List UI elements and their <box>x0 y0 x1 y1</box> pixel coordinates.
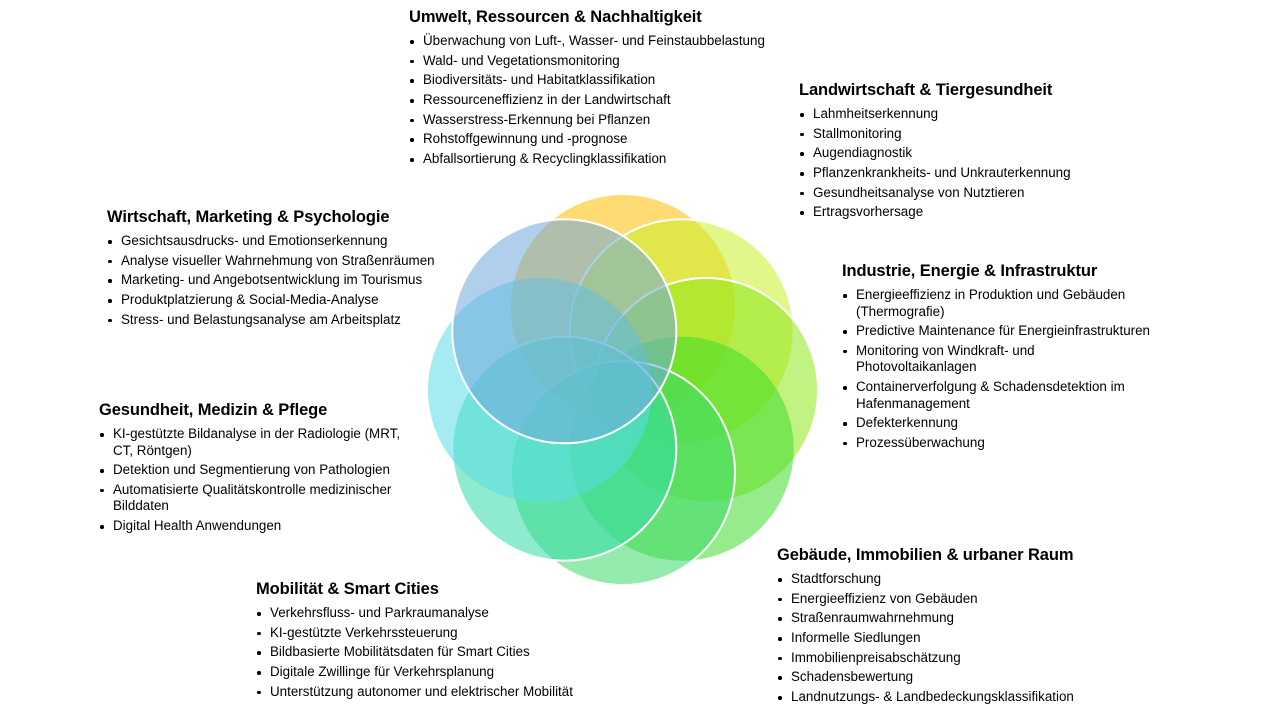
list-item: Biodiversitäts- und Habitatklassifikatio… <box>409 72 809 89</box>
list-item: Stress- und Belastungsanalyse am Arbeits… <box>107 312 467 329</box>
list-item: Automatisierte Qualitätskontrolle medizi… <box>99 482 419 515</box>
list-item: Defekterkennung <box>842 415 1152 432</box>
list-item: Ressourceneffizienz in der Landwirtschaf… <box>409 92 809 109</box>
list-item: Predictive Maintenance für Energieinfras… <box>842 323 1152 340</box>
list-item: Digitale Zwillinge für Verkehrsplanung <box>256 664 636 681</box>
list-item: Straßenraumwahrnehmung <box>777 610 1117 627</box>
list-item: Immobilienpreisabschätzung <box>777 650 1117 667</box>
list-item: Unterstützung autonomer und elektrischer… <box>256 684 636 701</box>
bullet-list: Gesichtsausdrucks- und Emotionserkennung… <box>107 233 467 328</box>
list-item: Gesundheitsanalyse von Nutztieren <box>799 185 1119 202</box>
list-item: Landnutzungs- & Landbedeckungsklassifika… <box>777 689 1117 706</box>
list-item: Wald- und Vegetationsmonitoring <box>409 53 809 70</box>
list-item: Produktplatzierung & Social-Media-Analys… <box>107 292 467 309</box>
list-item: Wasserstress-Erkennung bei Pflanzen <box>409 112 809 129</box>
circle-top-left <box>451 218 678 445</box>
list-item: Marketing- und Angebotsentwicklung im To… <box>107 272 467 289</box>
list-item: KI-gestützte Verkehrssteuerung <box>256 625 636 642</box>
bullet-list: Überwachung von Luft-, Wasser- und Feins… <box>409 33 809 168</box>
list-item: Augendiagnostik <box>799 145 1119 162</box>
section-title: Mobilität & Smart Cities <box>256 580 439 598</box>
list-item: Lahmheitserkennung <box>799 106 1119 123</box>
bullet-list: Energieeffizienz in Produktion und Gebäu… <box>842 287 1152 451</box>
list-item: Ertragsvorhersage <box>799 204 1119 221</box>
list-item: Analyse visueller Wahrnehmung von Straße… <box>107 253 467 270</box>
list-item: Schadensbewertung <box>777 669 1117 686</box>
list-item: Digital Health Anwendungen <box>99 518 419 535</box>
list-item: Informelle Siedlungen <box>777 630 1117 647</box>
list-item: Stadtforschung <box>777 571 1117 588</box>
list-item: Detektion und Segmentierung von Patholog… <box>99 462 419 479</box>
list-item: Energieeffizienz in Produktion und Gebäu… <box>842 287 1152 320</box>
list-item: Bildbasierte Mobilitätsdaten für Smart C… <box>256 644 636 661</box>
list-item: KI-gestützte Bildanalyse in der Radiolog… <box>99 426 419 459</box>
list-item: Rohstoffgewinnung und -prognose <box>409 131 809 148</box>
list-item: Gesichtsausdrucks- und Emotionserkennung <box>107 233 467 250</box>
bullet-list: KI-gestützte Bildanalyse in der Radiolog… <box>99 426 419 535</box>
section-title: Landwirtschaft & Tiergesundheit <box>799 81 1053 99</box>
section-title: Gebäude, Immobilien & urbaner Raum <box>777 546 1074 564</box>
list-item: Pflanzenkrankheits- und Unkrauterkennung <box>799 165 1119 182</box>
list-item: Abfallsortierung & Recyclingklassifikati… <box>409 151 809 168</box>
section-title: Industrie, Energie & Infrastruktur <box>842 262 1098 280</box>
list-item: Stallmonitoring <box>799 126 1119 143</box>
list-item: Energieeffizienz von Gebäuden <box>777 591 1117 608</box>
list-item: Prozessüberwachung <box>842 435 1152 452</box>
section-title: Wirtschaft, Marketing & Psychologie <box>107 208 390 226</box>
list-item: Containerverfolgung & Schadensdetektion … <box>842 379 1152 412</box>
list-item: Überwachung von Luft-, Wasser- und Feins… <box>409 33 809 50</box>
section-title: Umwelt, Ressourcen & Nachhaltigkeit <box>409 8 702 26</box>
list-item: Verkehrsfluss- und Parkraumanalyse <box>256 605 636 622</box>
section-title: Gesundheit, Medizin & Pflege <box>99 401 328 419</box>
list-item: Monitoring von Windkraft- und Photovolta… <box>842 343 1152 376</box>
